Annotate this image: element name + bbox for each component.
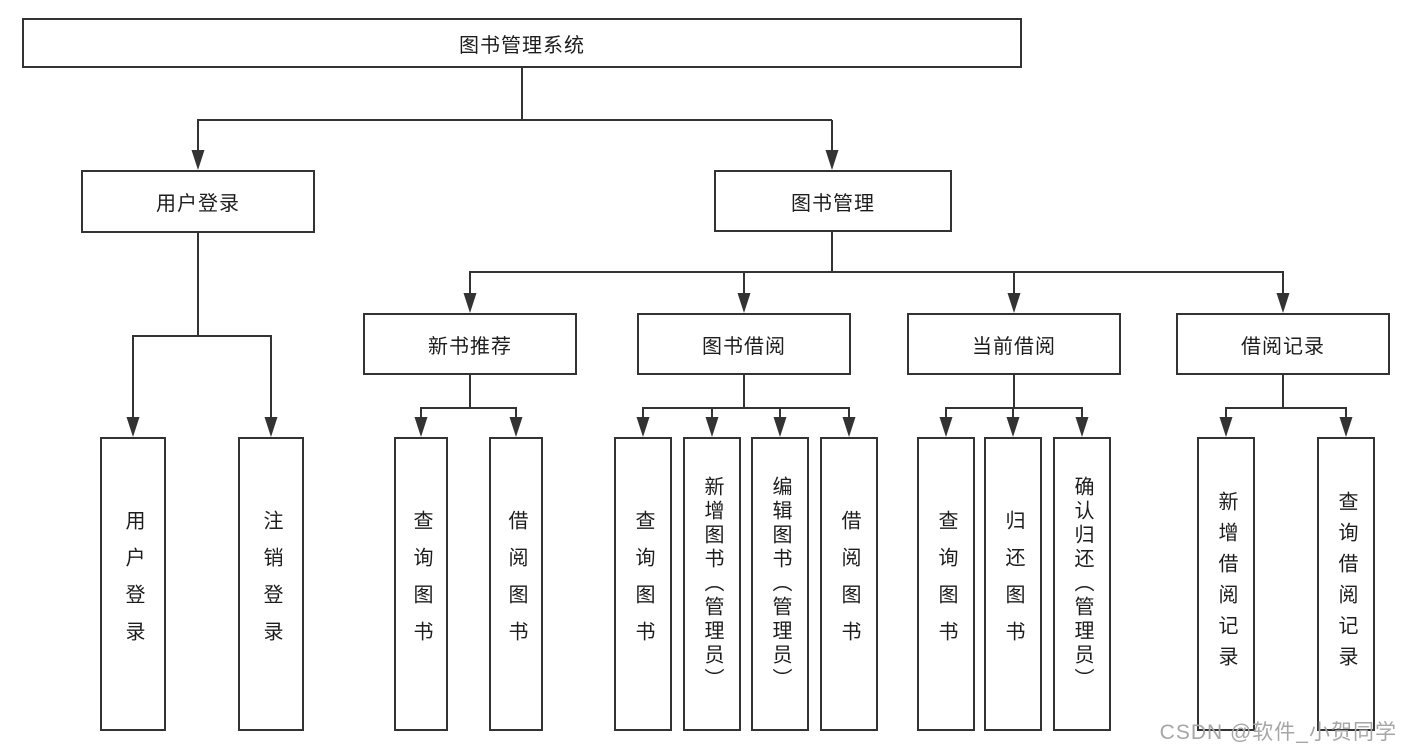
leaf-label: 新增借阅记录 xyxy=(1215,491,1237,677)
leaf-label: 查询图书 xyxy=(410,510,432,658)
node-book-management: 图书管理 xyxy=(714,170,952,232)
node-borrow-records: 借阅记录 xyxy=(1176,313,1390,375)
leaf-logout: 注销登录 xyxy=(238,437,304,731)
leaf-label: 归还图书 xyxy=(1002,510,1024,658)
node-root: 图书管理系统 xyxy=(22,18,1022,68)
leaf-query-books-current: 查询图书 xyxy=(917,437,975,731)
node-user-login: 用户登录 xyxy=(81,170,315,233)
leaf-label: 编辑图书（管理员） xyxy=(769,476,791,692)
leaf-query-books-borrow: 查询图书 xyxy=(614,437,672,731)
node-new-book-recommend: 新书推荐 xyxy=(363,313,577,375)
leaf-query-borrow-record: 查询借阅记录 xyxy=(1317,437,1375,731)
leaf-label: 借阅图书 xyxy=(505,510,527,658)
arrowhead-icons xyxy=(126,150,1353,437)
leaf-label: 查询图书 xyxy=(632,510,654,658)
watermark: CSDN @软件_小贺同学 xyxy=(1159,721,1397,744)
leaf-return-books: 归还图书 xyxy=(984,437,1042,731)
leaf-user-login: 用户登录 xyxy=(100,437,166,731)
leaf-label: 查询图书 xyxy=(935,510,957,658)
leaf-label: 注销登录 xyxy=(260,510,282,658)
leaf-edit-book-admin: 编辑图书（管理员） xyxy=(751,437,809,731)
leaf-label: 新增图书（管理员） xyxy=(701,476,723,692)
leaf-label: 用户登录 xyxy=(122,510,144,658)
leaf-borrow-books: 借阅图书 xyxy=(820,437,878,731)
node-current-borrow: 当前借阅 xyxy=(907,313,1121,375)
leaf-confirm-return-admin: 确认归还（管理员） xyxy=(1053,437,1111,731)
leaf-add-borrow-record: 新增借阅记录 xyxy=(1197,437,1255,731)
leaf-label: 查询借阅记录 xyxy=(1335,491,1357,677)
leaf-query-books-recommend: 查询图书 xyxy=(394,437,448,731)
leaf-label: 确认归还（管理员） xyxy=(1071,476,1093,692)
node-book-borrow: 图书借阅 xyxy=(637,313,851,375)
leaf-add-book-admin: 新增图书（管理员） xyxy=(683,437,741,731)
leaf-label: 借阅图书 xyxy=(838,510,860,658)
leaf-borrow-books-recommend: 借阅图书 xyxy=(489,437,543,731)
